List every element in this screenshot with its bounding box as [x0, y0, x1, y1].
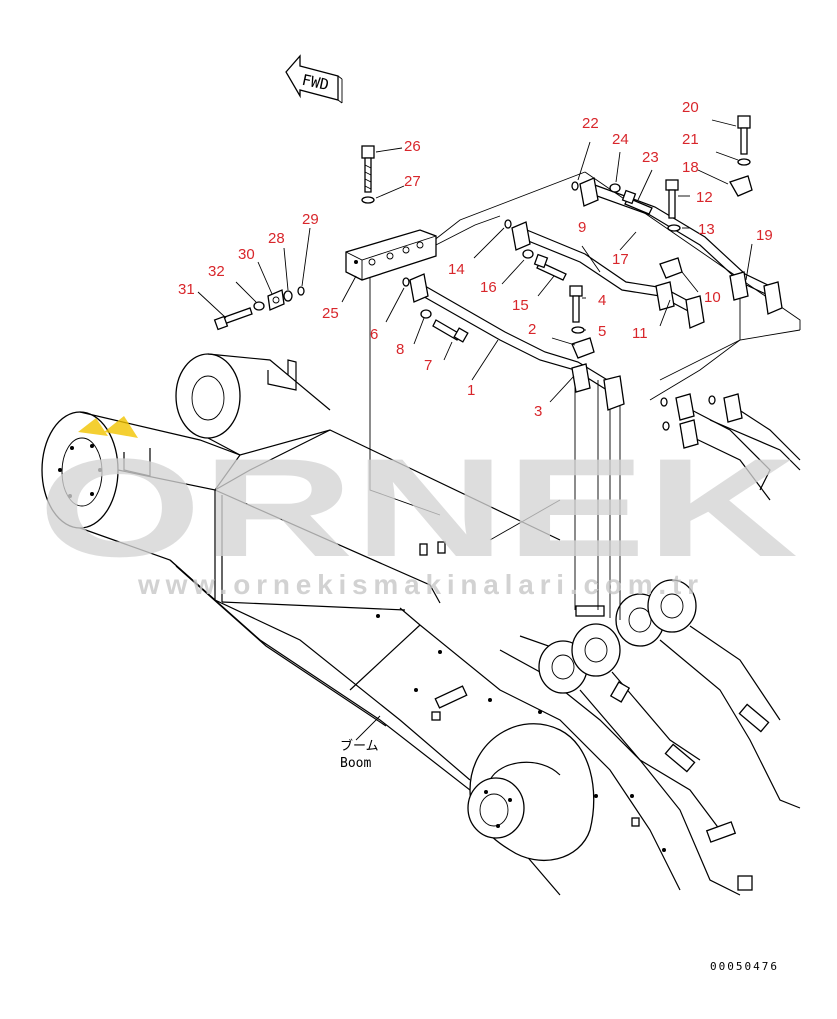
callout-31: 31: [178, 281, 195, 298]
fittings: [213, 115, 783, 449]
callout-29: 29: [302, 211, 319, 228]
callout-16: 16: [480, 279, 497, 296]
callout-3: 3: [534, 403, 542, 420]
figure-code: 00050476: [710, 960, 779, 973]
callout-1: 1: [467, 382, 475, 399]
watermark: ORNEK www.ornekismakinalari.com.tr: [38, 429, 798, 600]
callout-11: 11: [632, 325, 648, 342]
callout-2: 2: [528, 321, 536, 338]
callout-30: 30: [238, 246, 255, 263]
callout-18: 18: [682, 159, 699, 176]
boom-label: ブーム Boom: [340, 715, 381, 771]
callout-27: 27: [404, 173, 421, 190]
callout-5: 5: [598, 323, 606, 340]
callout-20: 20: [682, 99, 699, 116]
callout-25: 25: [322, 305, 339, 322]
callout-13: 13: [698, 221, 715, 238]
callout-8: 8: [396, 341, 404, 358]
fwd-label: FWD: [300, 71, 330, 94]
watermark-accent-icon: [78, 416, 138, 438]
callout-24: 24: [612, 131, 629, 148]
callout-19: 19: [756, 227, 773, 244]
callout-17: 17: [612, 251, 629, 268]
callout-21: 21: [682, 131, 699, 148]
callout-14: 14: [448, 261, 465, 278]
watermark-url: www.ornekismakinalari.com.tr: [137, 569, 698, 600]
callout-9: 9: [578, 219, 586, 236]
leader-lines: [197, 119, 753, 403]
boom-body: [41, 353, 681, 896]
callout-26: 26: [404, 138, 421, 155]
callout-22: 22: [582, 115, 599, 132]
callout-28: 28: [268, 230, 285, 247]
callout-6: 6: [370, 326, 378, 343]
fwd-arrow-icon: FWD: [285, 54, 343, 104]
callout-23: 23: [642, 149, 659, 166]
watermark-brand: ORNEK: [38, 429, 798, 586]
boom-label-en: Boom: [340, 756, 371, 771]
callout-4: 4: [598, 292, 606, 309]
callout-15: 15: [512, 297, 529, 314]
boom-label-jp: ブーム: [340, 738, 379, 754]
boom-head-links: [499, 579, 801, 896]
callout-12: 12: [696, 189, 713, 206]
callout-10: 10: [704, 289, 721, 306]
callout-32: 32: [208, 263, 225, 280]
callout-labels: 1 2 3 4 5 6 7 8 9 10 11 12 13 14 15 16 1…: [178, 99, 773, 420]
callout-7: 7: [424, 357, 432, 374]
